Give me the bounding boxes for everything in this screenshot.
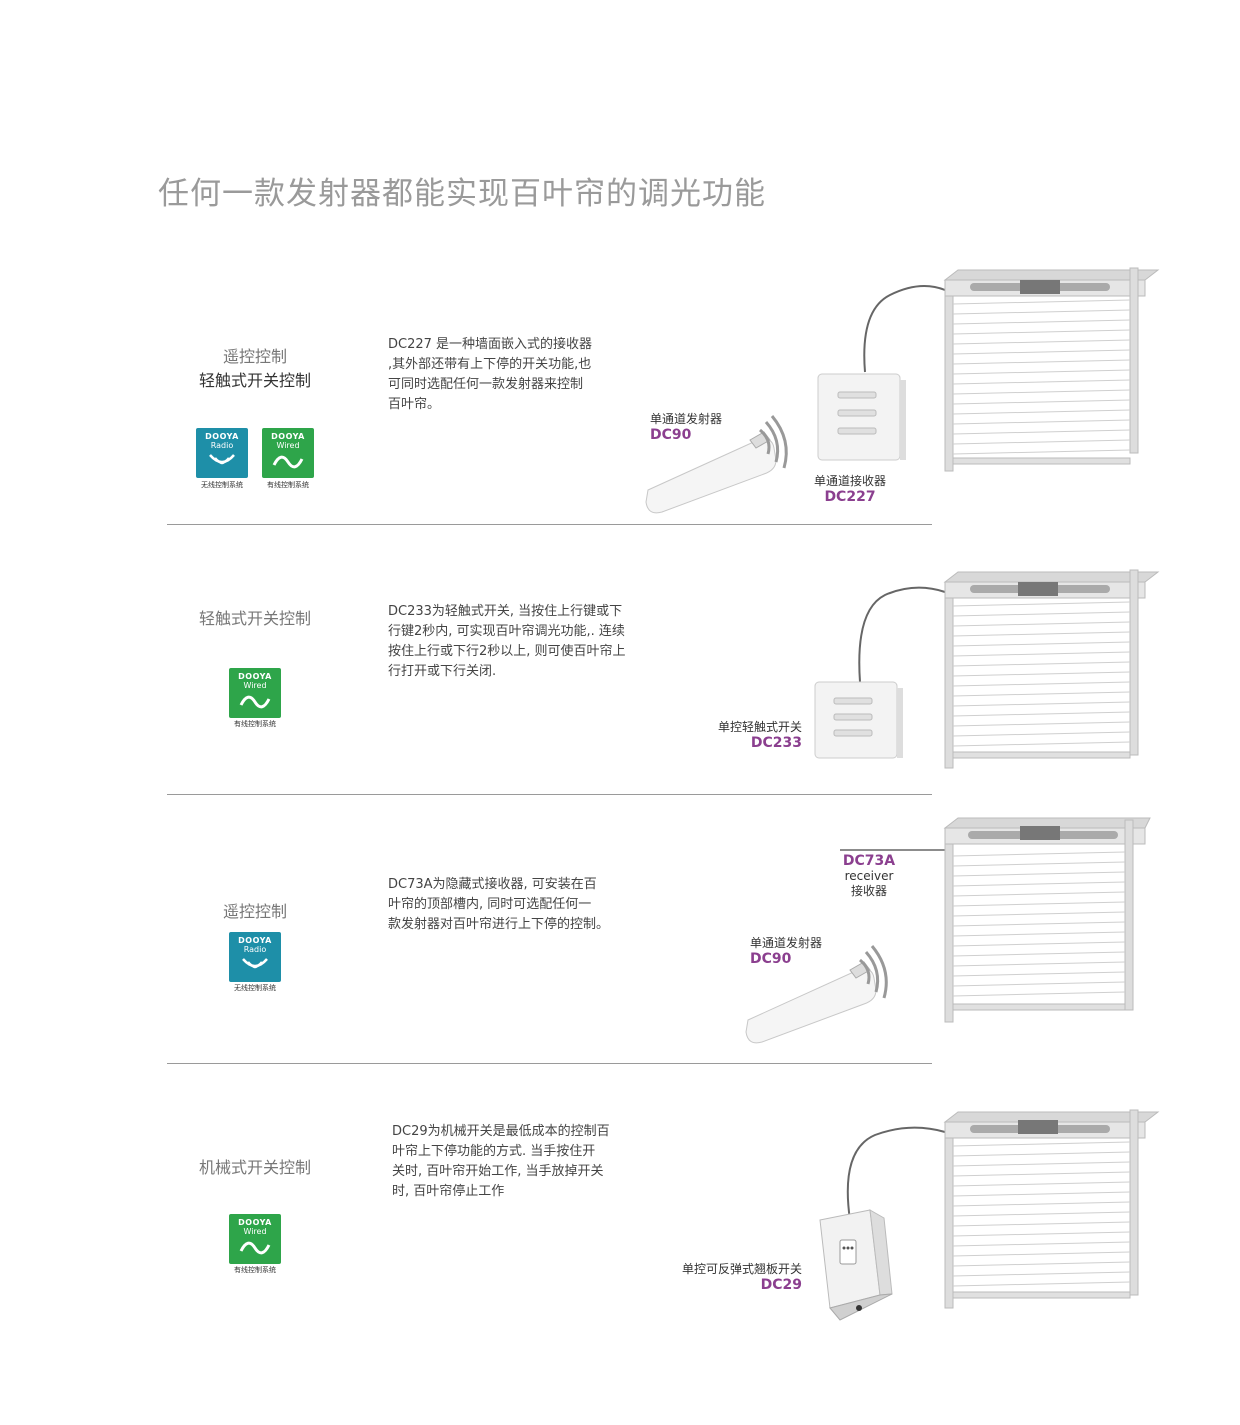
badge-brand: DOOYA [238,936,272,945]
section-2-illustration [814,569,1160,769]
section-1-illustration [645,267,1160,514]
switch-name: 单控轻触式开关 [717,720,802,734]
radio-badge-caption: 无线控制系统 [234,984,276,992]
wired-badge-caption: 有线控制系统 [234,1266,276,1274]
section-3-illustration [745,817,1151,1044]
badge-type: Wired [243,681,267,690]
receiver-code: DC227 [824,489,876,505]
section-divider [167,1063,932,1064]
badge-brand: DOOYA [205,432,239,441]
remote-dc90 [745,945,888,1044]
badge-type: Radio [243,945,267,954]
section-4-description: DC29为机械开关是最低成本的控制百 叶帘上下停功能的方式. 当手按住开 关时,… [392,1124,610,1199]
section-4-illustration [819,1109,1160,1321]
dooya-wired-badge: DOOYA Wired [262,428,314,478]
wired-wave-icon [272,455,304,469]
section-2-category: 轻触式开关控制 [198,609,311,628]
receiver-code: DC73A [842,853,896,869]
cable [863,285,946,373]
switch-code: DC29 [760,1277,802,1293]
rocker-switch-dc29 [819,1209,893,1321]
section-1-transmitter-label: 单通道发射器 DC90 [650,411,722,443]
receiver-name: 单通道接收器 [813,474,886,488]
dooya-wired-badge: DOOYA Wired [229,668,281,718]
transmitter-name: 单通道发射器 [750,936,823,950]
badge-brand: DOOYA [271,432,305,441]
section-3-category: 遥控控制 [222,902,287,921]
transmitter-name: 单通道发射器 [650,412,723,426]
venetian-blind [943,267,1160,472]
venetian-blind [943,817,1151,1023]
badge-brand: DOOYA [238,672,272,681]
radio-waves-icon [242,958,268,969]
section-1-category-line2: 轻触式开关控制 [198,371,311,390]
radio-waves-icon [209,454,235,465]
section-3-receiver-label: DC73A receiver 接收器 [835,854,903,899]
switch-code: DC233 [750,735,802,751]
wired-badge-caption: 有线控制系统 [267,481,309,489]
page-title: 任何一款发射器都能实现百叶帘的调光功能 [158,176,766,212]
badge-brand: DOOYA [238,1218,272,1227]
section-1-category: 遥控控制 轻触式开关控制 [160,345,350,393]
wall-receiver-dc227 [817,373,906,461]
venetian-blind [943,569,1160,769]
section-divider [167,524,932,525]
wired-wave-icon [239,695,271,709]
badge-type: Wired [276,441,300,450]
remote-dc90 [645,415,788,514]
dooya-radio-badge: DOOYA Radio [196,428,248,478]
section-2-description: DC233为轻触式开关, 当按住上行键或下 行键2秒内, 可实现百叶帘调光功能,… [388,604,626,679]
receiver-en: receiver [844,869,894,883]
cable [858,586,946,683]
section-divider [167,794,932,795]
wired-wave-icon [239,1241,271,1255]
dooya-radio-badge: DOOYA Radio [229,932,281,982]
section-3-description: DC73A为隐藏式接收器, 可安装在百 叶帘的顶部槽内, 同时可选配任何一 款发… [388,877,610,932]
wired-badge-caption: 有线控制系统 [234,720,276,728]
transmitter-code: DC90 [750,951,792,967]
section-1-category-line1: 遥控控制 [222,347,287,366]
section-4-category: 机械式开关控制 [198,1158,311,1177]
section-3-transmitter-label: 单通道发射器 DC90 [750,935,822,967]
radio-badge-caption: 无线控制系统 [201,481,243,489]
dooya-wired-badge: DOOYA Wired [229,1214,281,1264]
section-4-switch-label: 单控可反弹式翘板开关 DC29 [660,1261,802,1293]
cable [846,1126,946,1221]
section-1-description: DC227 是一种墙面嵌入式的接收器 ,其外部还带有上下停的开关功能,也 可同时… [388,337,593,412]
transmitter-code: DC90 [650,427,692,443]
badge-type: Radio [210,441,234,450]
venetian-blind [943,1109,1160,1309]
badge-type: Wired [243,1227,267,1236]
touch-switch-dc233 [814,681,903,759]
section-1-receiver-label: 单通道接收器 DC227 [810,473,890,505]
receiver-cn: 接收器 [850,884,887,898]
section-2-switch-label: 单控轻触式开关 DC233 [700,719,802,751]
switch-name: 单控可反弹式翘板开关 [681,1262,802,1276]
